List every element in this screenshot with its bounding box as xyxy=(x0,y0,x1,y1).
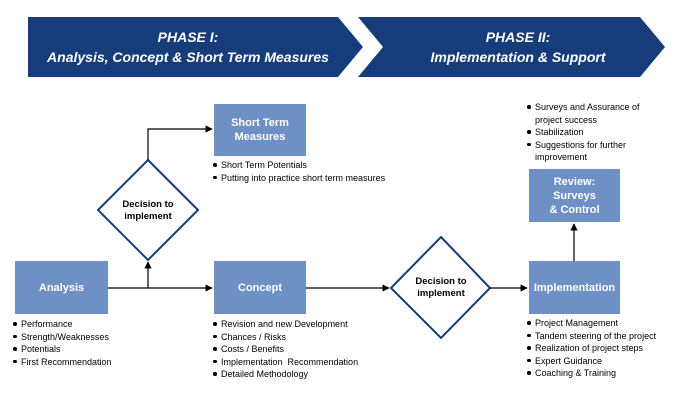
concept-label: Concept xyxy=(238,281,282,294)
list-item: Suggestions for further improvement xyxy=(526,139,651,164)
list-item: Revision and new Development xyxy=(212,318,387,331)
analysis-box: Analysis xyxy=(15,261,108,314)
list-item: Chances / Risks xyxy=(212,331,387,344)
implementation-box: Implementation xyxy=(529,261,620,314)
list-item: Strength/Weaknesses xyxy=(12,331,152,344)
arrow-decision-to-short-term xyxy=(147,125,213,160)
short-term-measures-label: Short Term Measures xyxy=(231,117,289,143)
review-bullets: Surveys and Assurance of project success… xyxy=(526,101,651,164)
list-item: Costs / Benefits xyxy=(212,343,387,356)
phase-2-title: PHASE II: Implementation & Support xyxy=(383,27,653,67)
decision-diamond-2 xyxy=(389,235,492,340)
list-item: Detailed Methodology xyxy=(212,368,387,381)
phase-2-label: PHASE II: xyxy=(485,29,551,45)
list-item: Short Term Potentials xyxy=(212,159,422,172)
list-item: Realization of project steps xyxy=(526,342,676,355)
short-term-bullets: Short Term Potentials Putting into pract… xyxy=(212,159,422,184)
list-item: Tandem steering of the project xyxy=(526,330,676,343)
list-item: First Recommendation xyxy=(12,356,152,369)
review-label: Review: Surveys & Control xyxy=(549,175,600,216)
list-item: Performance xyxy=(12,318,152,331)
decision-diamond-1 xyxy=(96,158,200,262)
review-box: Review: Surveys & Control xyxy=(529,169,620,222)
phase-1-banner xyxy=(28,17,363,77)
concept-bullets: Revision and new Development Chances / R… xyxy=(212,318,387,381)
decision-2-label: Decision to implement xyxy=(415,276,467,299)
decision-1-label: Decision to implement xyxy=(122,199,174,222)
phase-1-label: PHASE I: xyxy=(157,29,219,45)
list-item: Implementation Recommendation xyxy=(212,356,387,369)
implementation-label: Implementation xyxy=(533,281,616,294)
analysis-label: Analysis xyxy=(38,281,85,294)
list-item: Surveys and Assurance of project success xyxy=(526,101,651,126)
list-item: Expert Guidance xyxy=(526,355,676,368)
phase-2-banner xyxy=(358,17,665,77)
list-item: Putting into practice short term measure… xyxy=(212,172,422,185)
phase-2-subtitle: Implementation & Support xyxy=(430,49,606,65)
list-item: Potentials xyxy=(12,343,152,356)
phase-1-title: PHASE I: Analysis, Concept & Short Term … xyxy=(28,27,348,67)
short-term-measures-box: Short Term Measures xyxy=(214,104,306,156)
phase-1-subtitle: Analysis, Concept & Short Term Measures xyxy=(47,49,329,65)
list-item: Stabilization xyxy=(526,126,651,139)
implementation-bullets: Project Management Tandem steering of th… xyxy=(526,317,676,380)
concept-box: Concept xyxy=(214,261,306,314)
analysis-bullets: Performance Strength/Weaknesses Potentia… xyxy=(12,318,152,368)
list-item: Project Management xyxy=(526,317,676,330)
list-item: Coaching & Training xyxy=(526,367,676,380)
